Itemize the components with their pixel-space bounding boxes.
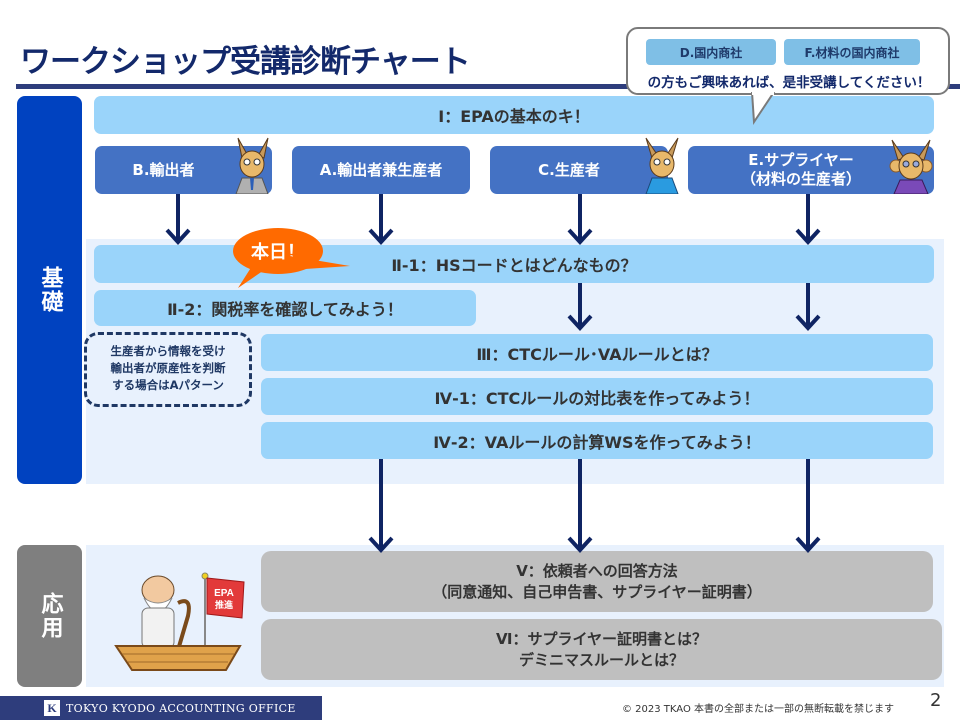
note-line: 輸出者が原産性を判断 [110, 361, 226, 375]
callout-bubble: D.国内商社 F.材料の国内商社 の方もご興味あれば、是非受講してください！ [626, 27, 950, 95]
chip-domestic-trader: D.国内商社 [646, 39, 776, 65]
role-exporter-label: B.輸出者 [132, 160, 195, 179]
kangaroo-exporter-icon [235, 137, 269, 194]
step-5-title: Ⅴ：依頼者への回答方法 [516, 561, 678, 580]
pattern-a-note: 生産者から情報を受け 輸出者が原産性を判断 する場合はAパターン [84, 332, 252, 407]
step-2-1-box: Ⅱ-1：HSコードとはどんなもの？ [94, 245, 934, 283]
boat-icon [114, 645, 242, 671]
note-line: する場合はAパターン [112, 378, 224, 392]
step-3-box: Ⅲ：CTCルール･VAルールとは？ [261, 334, 933, 371]
company-name: TOKYO KYODO ACCOUNTING OFFICE [66, 701, 296, 715]
role-producer-label: C.生産者 [538, 160, 600, 179]
flag-text-promote: 推進 [215, 599, 234, 611]
kangaroo-producer-icon [645, 137, 679, 194]
chip-material-domestic-trader: F.材料の国内商社 [784, 39, 920, 65]
role-supplier-sub: （材料の生産者） [740, 170, 861, 188]
copyright-text: © 2023 TKAO 本書の全部または一部の無断転載を禁じます [622, 704, 895, 715]
page-title: ワークショップ受講診断チャート [20, 44, 471, 80]
flag-icon [206, 577, 245, 619]
step-4-1-box: Ⅳ-1：CTCルールの対比表を作ってみよう！ [261, 378, 933, 415]
callout-text: の方もご興味あれば、是非受講してください！ [647, 75, 931, 91]
step-1-box: Ⅰ：EPAの基本のキ！ [94, 96, 934, 134]
step-5-sub: （同意通知、自己申告書、サプライヤー証明書） [432, 582, 762, 601]
role-producer: C.生産者 [490, 146, 668, 194]
step-6-box: Ⅵ：サプライヤー証明書とは？ デミニマスルールとは？ [261, 619, 942, 680]
section-basic: 基礎 [17, 96, 82, 484]
section-applied: 応用 [17, 545, 82, 687]
step-2-2-box: Ⅱ-2：関税率を確認してみよう！ [94, 290, 476, 326]
callout-tail [750, 92, 776, 126]
flag-text-epa: EPA [214, 588, 234, 599]
company-logo-icon: K [44, 700, 60, 716]
step-2-1-label: Ⅱ-1：HSコードとはどんなもの？ [391, 256, 637, 275]
role-exporter-producer-label: A.輸出者兼生産者 [319, 160, 443, 179]
role-exporter-producer: A.輸出者兼生産者 [292, 146, 470, 194]
today-badge-tails [238, 256, 350, 288]
step-5-box: Ⅴ：依頼者への回答方法 （同意通知、自己申告書、サプライヤー証明書） [261, 551, 933, 612]
kangaroo-supplier-icon [889, 139, 933, 194]
note-line: 生産者から情報を受け [110, 344, 226, 358]
role-supplier-label: E.サプライヤー [748, 151, 854, 169]
role-supplier: E.サプライヤー （材料の生産者） [688, 146, 934, 194]
title-underline [16, 84, 960, 89]
step-4-2-box: Ⅳ-2：VAルールの計算WSを作ってみよう！ [261, 422, 933, 459]
page-number: 2 [930, 690, 942, 711]
sage-on-boat-illustration: EPA 推進 [114, 572, 245, 671]
step-6-title: Ⅵ：サプライヤー証明書とは？ [495, 629, 708, 648]
step-6-sub: デミニマスルールとは？ [518, 650, 684, 669]
